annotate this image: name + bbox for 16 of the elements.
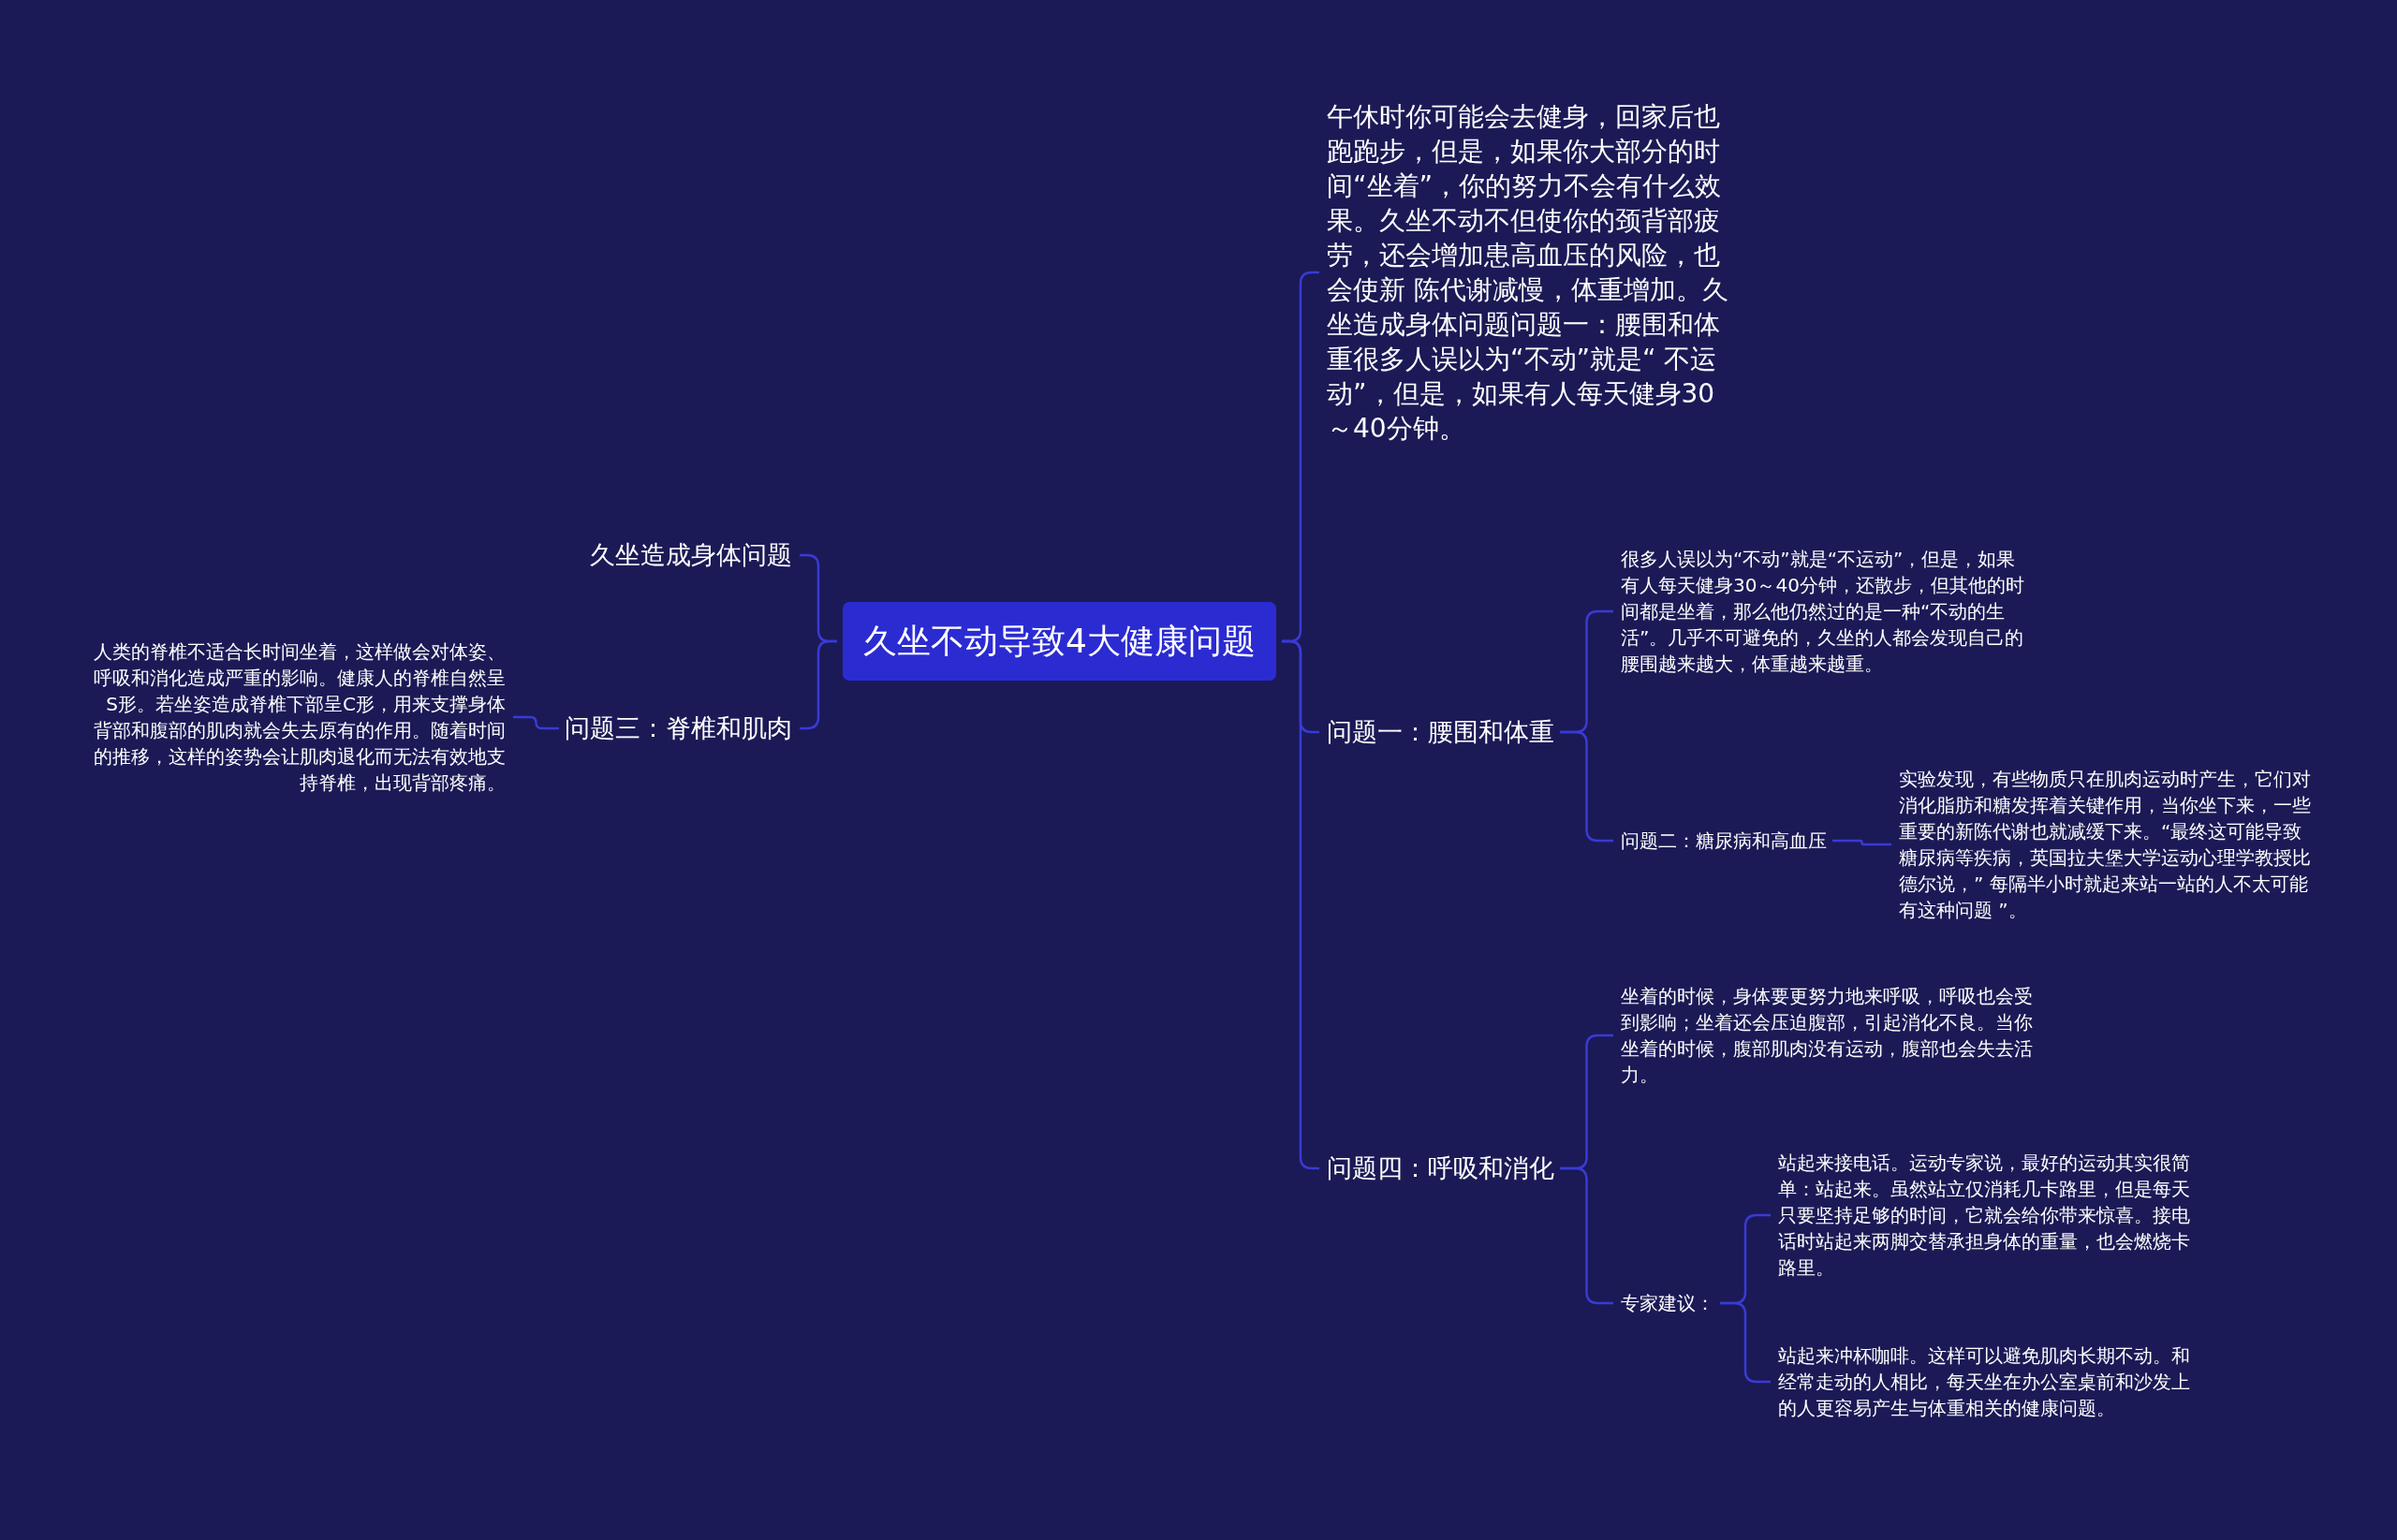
connector-line [513, 715, 559, 730]
note-text: 站起来冲杯咖啡。这样可以避免肌肉长期不动。和经常走动的人相比，每天坐在办公室桌前和沙发上的人更容易产生与体重相关的健康问题。 [1778, 1342, 2190, 1421]
subtopic-label: 问题二：糖尿病和高血压 [1621, 828, 1827, 854]
subtopic-label: 专家建议： [1621, 1290, 1714, 1316]
central-topic-box: 久坐不动导致4大健康问题 [843, 602, 1276, 681]
note-text: 实验发现，有些物质只在肌肉运动时产生，它们对消化脂肪和糖发挥着关键作用，当你坐下来，一些重要的新陈代谢也就减缓下来。“最终这可能导致糖尿病等疾病，英国拉夫堡大学运动心理学教授比德尔说，” 每隔半小时就起来站一站的人不太可能有这种问题 ”。 [1899, 766, 2311, 923]
note-text: 坐着的时候，身体要更努力地来呼吸，呼吸也会受到影响；坐着还会压迫腹部，引起消化不良。当你坐着的时候，腹部肌肉没有运动，腹部也会失去活力。 [1621, 983, 2033, 1088]
note-text: 午休时你可能会去健身，回家后也跑跑步，但是，如果你大部分的时间“坐着”，你的努力不会有什么效果。久坐不动不但使你的颈背部疲劳，还会增加患高血压的风险，也会使新 陈代谢减慢，体重增加。久坐造成身体问题问题一：腰围和体重很多人误以为“不动”就是“ 不运动”，但是，如果有人每天健身30～40分钟。 [1327, 99, 1729, 446]
note-text: 很多人误以为“不动”就是“不运动”，但是，如果有人每天健身30～40分钟，还散步，但其他的时间都是坐着，那么他仍然过的是一种“不动的生活”。几乎不可避免的，久坐的人都会发现自己的腰围越来越大，体重越来越重。 [1621, 546, 2033, 677]
topic-label: 问题三：脊椎和肌肉 [565, 711, 792, 745]
connector-line [1832, 839, 1891, 846]
topic-label: 问题一：腰围和体重 [1327, 715, 1554, 749]
topic-label: 问题四：呼吸和消化 [1327, 1151, 1554, 1185]
topic-label: 久坐造成身体问题 [590, 538, 792, 572]
note-text: 人类的脊椎不适合长时间坐着，这样做会对体姿、呼吸和消化造成严重的影响。健康人的脊椎自然呈S形。若坐姿造成脊椎下部呈C形，用来支撑身体背部和腹部的肌肉就会失去原有的作用。随着时间的推移，这样的姿势会让肌肉退化而无法有效地支持脊椎，出现背部疼痛。 [94, 638, 506, 796]
note-text: 站起来接电话。运动专家说，最好的运动其实很简单：站起来。虽然站立仅消耗几卡路里，但是每天只要坚持足够的时间，它就会给你带来惊喜。接电话时站起来两脚交替承担身体的重量，也会燃烧卡路里。 [1778, 1150, 2190, 1281]
